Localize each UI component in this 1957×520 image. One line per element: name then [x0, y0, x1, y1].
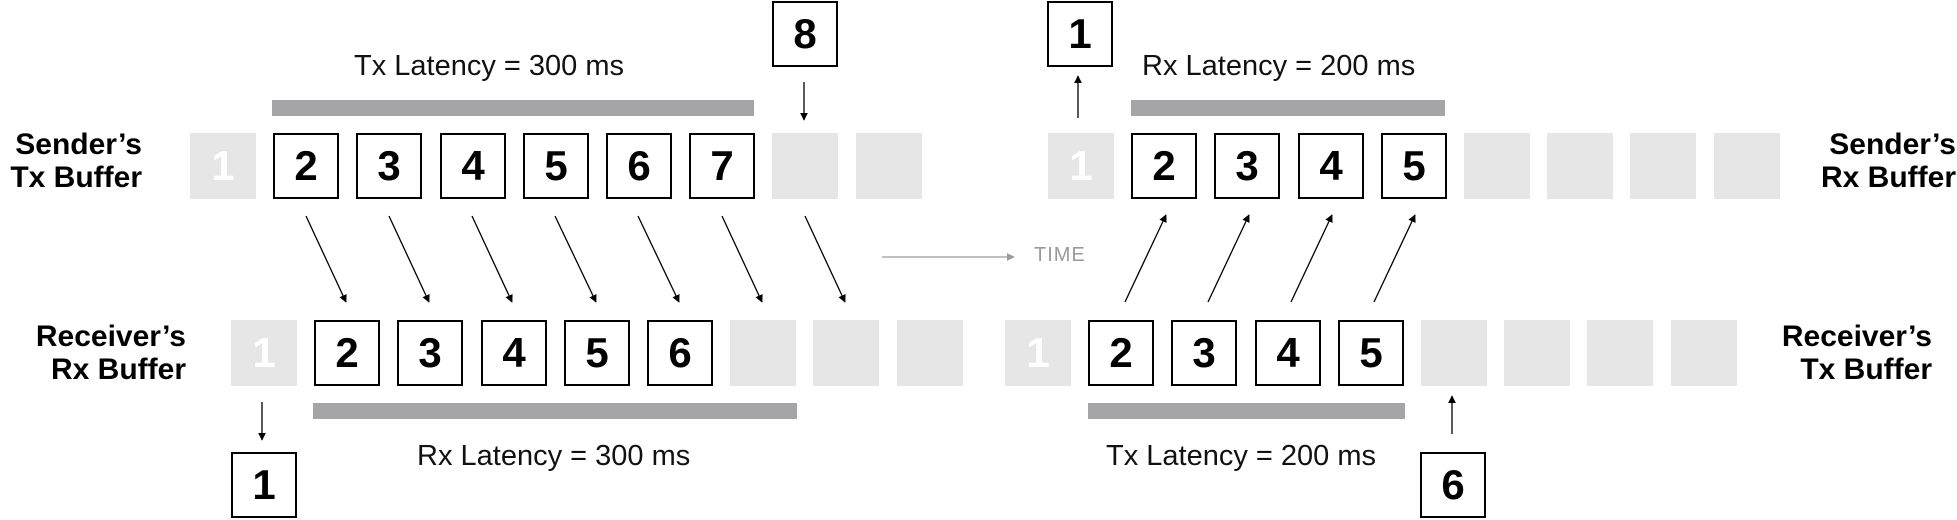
incoming-packet-box: 6 — [1420, 452, 1486, 518]
packet-slot: 2 — [273, 133, 339, 199]
sender-tx-buffer-label: Sender’s Tx Buffer — [0, 128, 142, 194]
sender-tx-latency-label: Tx Latency = 300 ms — [354, 50, 624, 82]
transfer-arrow — [804, 215, 846, 303]
sender-rx-latency-bar — [1131, 100, 1445, 116]
transfer-arrow — [471, 215, 513, 303]
packet-slot: 3 — [356, 133, 422, 199]
receiver-rx-latency-label: Rx Latency = 300 ms — [417, 440, 691, 472]
released-slot: 1 — [1048, 133, 1114, 199]
transfer-arrow — [1124, 214, 1167, 303]
packet-slot: 5 — [523, 133, 589, 199]
empty-slot — [1630, 133, 1696, 199]
packet-slot: 2 — [1131, 133, 1197, 199]
released-slot: 1 — [231, 320, 297, 386]
sender-rx-latency-label: Rx Latency = 200 ms — [1142, 50, 1416, 82]
sender-rx-buffer-label: Sender’s Rx Buffer — [1810, 128, 1956, 194]
delivered-packet-box: 1 — [231, 452, 297, 518]
sender-tx-latency-bar — [272, 100, 754, 116]
transfer-arrow — [1290, 214, 1333, 303]
packet-slot: 4 — [1298, 133, 1364, 199]
packet-slot: 4 — [1255, 320, 1321, 386]
packet-slot: 4 — [481, 320, 547, 386]
label-line: Sender’s — [1829, 128, 1956, 161]
packet-slot: 5 — [564, 320, 630, 386]
receiver-tx-latency-label: Tx Latency = 200 ms — [1106, 440, 1376, 472]
empty-slot — [1504, 320, 1570, 386]
label-line: Receiver’s — [35, 320, 186, 353]
receiver-rx-buffer-label: Receiver’s Rx Buffer — [20, 320, 186, 386]
packet-slot: 6 — [606, 133, 672, 199]
packet-slot: 3 — [397, 320, 463, 386]
incoming-packet-box: 8 — [772, 1, 838, 67]
packet-slot: 3 — [1214, 133, 1280, 199]
empty-slot — [1714, 133, 1780, 199]
label-line: Tx Buffer — [1800, 353, 1932, 386]
empty-slot — [1464, 133, 1530, 199]
receiver-tx-latency-bar — [1088, 403, 1405, 419]
time-label: TIME — [1034, 244, 1086, 266]
packet-slot: 3 — [1171, 320, 1237, 386]
packet-slot: 2 — [1088, 320, 1154, 386]
delivered-packet-box: 1 — [1047, 1, 1113, 67]
packet-slot: 6 — [647, 320, 713, 386]
empty-slot — [772, 133, 838, 199]
transfer-arrow — [1207, 214, 1250, 303]
empty-slot — [897, 320, 963, 386]
label-line: Receiver’s — [1781, 320, 1932, 353]
empty-slot — [1671, 320, 1737, 386]
transfer-arrow — [721, 215, 763, 303]
transfer-arrow — [388, 215, 430, 303]
receiver-tx-buffer-label: Receiver’s Tx Buffer — [1766, 320, 1932, 386]
empty-slot — [1587, 320, 1653, 386]
label-line: Sender’s — [15, 128, 142, 161]
empty-slot — [813, 320, 879, 386]
transfer-arrow — [305, 215, 347, 303]
packet-slot: 5 — [1381, 133, 1447, 199]
transfer-arrow — [554, 215, 597, 303]
packet-slot: 7 — [689, 133, 755, 199]
empty-slot — [1547, 133, 1613, 199]
transfer-arrow — [637, 215, 680, 303]
empty-slot — [856, 133, 922, 199]
packet-slot: 2 — [314, 320, 380, 386]
released-slot: 1 — [190, 133, 256, 199]
transfer-arrow — [1373, 214, 1416, 303]
packet-slot: 4 — [440, 133, 506, 199]
label-line: Rx Buffer — [1820, 161, 1956, 194]
packet-slot: 5 — [1338, 320, 1404, 386]
empty-slot — [730, 320, 796, 386]
released-slot: 1 — [1005, 320, 1071, 386]
receiver-rx-latency-bar — [313, 403, 797, 419]
empty-slot — [1421, 320, 1487, 386]
label-line: Rx Buffer — [50, 353, 186, 386]
label-line: Tx Buffer — [10, 161, 142, 194]
